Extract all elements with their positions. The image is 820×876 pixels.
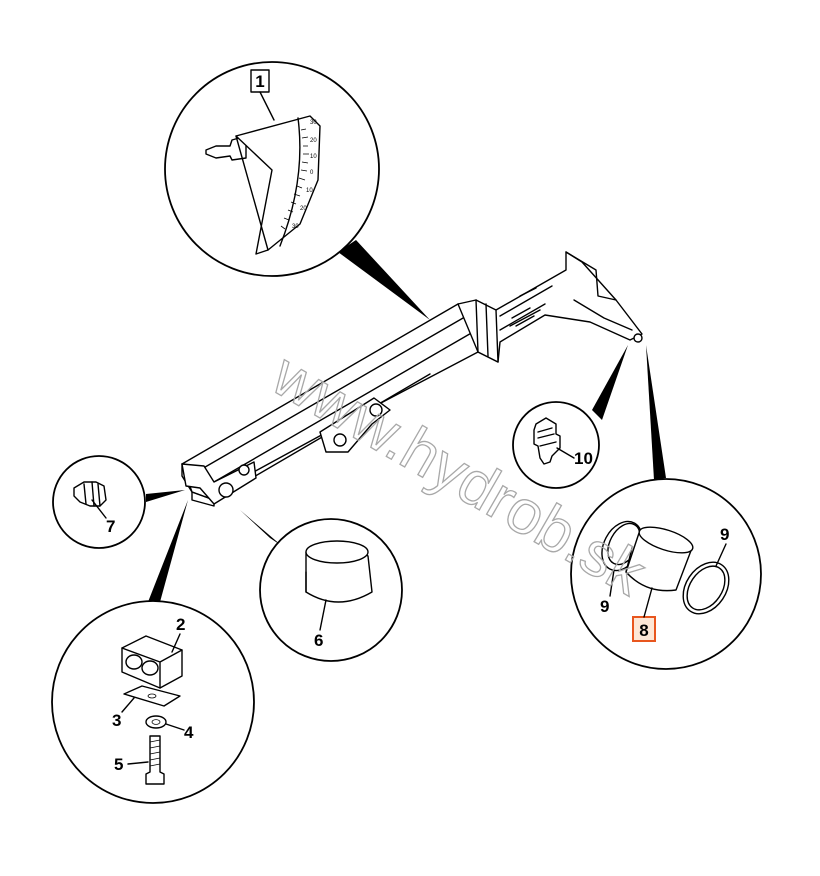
callout-1: 1 (255, 72, 264, 91)
callout-8: 8 (639, 621, 648, 640)
inner-boom-slot-1 (511, 307, 535, 327)
boom-edge-3 (213, 327, 481, 483)
scale-label-6: 30 (292, 224, 299, 230)
callout-9-right-leader (715, 543, 727, 567)
collar-line (475, 299, 479, 353)
boom-side-edge (191, 491, 215, 507)
callout-1-leader (259, 91, 275, 121)
scale-label-2: 10 (310, 154, 317, 160)
boom-assembly (181, 251, 643, 507)
rear-pivot-hole-1 (218, 482, 234, 498)
callout-4[interactable]: 4 (184, 723, 194, 742)
detail-clamp-assembly: 2 3 4 5 (51, 600, 255, 804)
indicator-plate-fold (235, 135, 269, 251)
inner-boom-edge (499, 285, 553, 331)
scale-label-1: 20 (310, 138, 317, 144)
callout-8-leader (643, 587, 653, 618)
callout-7-leader (91, 499, 107, 519)
leader-2 (148, 500, 188, 602)
boom-rear-end (181, 461, 257, 505)
callout-2-leader (171, 633, 181, 653)
callout-10[interactable]: 10 (574, 449, 593, 468)
lift-bracket-hole-1 (333, 433, 347, 447)
detail-grease-nipple-10: 10 (512, 401, 600, 489)
callout-10-leader (556, 447, 575, 459)
callout-5-leader (127, 761, 149, 765)
callout-6[interactable]: 6 (314, 631, 323, 650)
boom-head-top (565, 251, 617, 301)
detail-bushing-6: 6 (259, 518, 403, 662)
scale-label-4: 10 (306, 188, 313, 194)
indicator-spindle (205, 135, 247, 161)
callout-3-leader (121, 697, 135, 713)
washer-4 (145, 715, 167, 729)
scale-label-0: 30 (310, 120, 317, 126)
leader-6 (240, 510, 282, 546)
indicator-plate (235, 115, 321, 255)
callout-9-right[interactable]: 9 (720, 525, 729, 544)
inner-boom-slot-2 (519, 287, 537, 297)
callout-9-left[interactable]: 9 (600, 597, 609, 616)
callout-9-left-leader (609, 569, 615, 597)
boom-head-side (573, 299, 633, 331)
leader-wedges (146, 240, 666, 602)
leader-10 (592, 345, 628, 420)
callout-3[interactable]: 3 (112, 711, 121, 730)
scale-label-5: 20 (300, 206, 307, 212)
leader-1 (338, 240, 430, 320)
callout-4-leader (165, 723, 185, 731)
lift-bracket-hole-2 (369, 403, 383, 417)
detail-angle-indicator: 30 20 10 0 10 20 30 1 (164, 61, 380, 277)
callout-5[interactable]: 5 (114, 755, 123, 774)
leader-7 (146, 490, 185, 502)
indicator-scale-arc (279, 117, 301, 247)
boom-edge-2 (199, 313, 471, 471)
callout-6-leader (319, 599, 327, 631)
detail-grease-nipple-7: 7 (52, 455, 146, 549)
scale-label-3: 0 (310, 170, 314, 176)
callout-2[interactable]: 2 (176, 615, 185, 634)
indicator-scale-ticks (280, 128, 309, 230)
leader-8 (646, 345, 666, 480)
collar-line-2 (485, 303, 489, 357)
clamp-plate-3 (123, 685, 181, 707)
boom-head-pin (633, 333, 643, 343)
ring-9-right (682, 561, 730, 615)
callout-7[interactable]: 7 (106, 517, 115, 536)
detail-bushing-8: 9 9 8 (570, 478, 762, 670)
rear-pivot-hole-2 (238, 464, 250, 476)
grease-nipple-10-icon (533, 417, 561, 465)
